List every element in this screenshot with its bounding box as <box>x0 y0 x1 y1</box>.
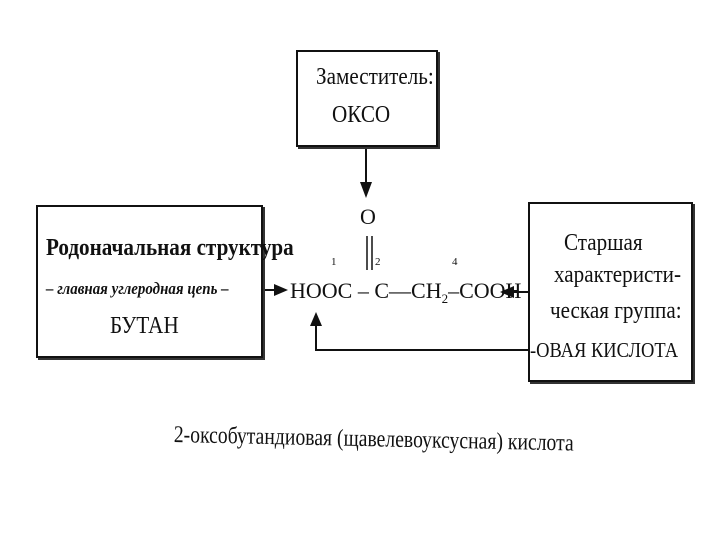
hooc-group: HOOC <box>290 278 353 303</box>
senior-group-line2: характеристи- <box>554 262 681 288</box>
parent-structure-label: Родоначальная структура <box>46 235 294 261</box>
bond-1: – <box>357 278 369 303</box>
structural-formula: HOOC – C—CH2–COOH <box>290 278 521 307</box>
top-arrow-head <box>360 182 372 198</box>
parent-structure-box: Родоначальная структура – главная углеро… <box>36 205 294 358</box>
oxygen-atom: O <box>360 204 376 229</box>
locant-2: 2 <box>375 256 381 268</box>
return-line <box>315 318 528 351</box>
substituent-label: Заместитель: <box>316 64 434 90</box>
bond-2: — <box>389 278 412 303</box>
left-arrow-head <box>274 284 288 296</box>
suffix-label: -ОВАЯ КИСЛОТА <box>530 338 679 362</box>
senior-group-box: Старшая характеристи- ческая группа: -ОВ… <box>528 202 693 382</box>
locant-4: 4 <box>452 256 458 268</box>
carbonyl-carbon: C <box>374 278 390 303</box>
locant-1: 1 <box>331 256 337 268</box>
senior-group-line3: ческая группа: <box>550 298 682 324</box>
senior-group-line1: Старшая <box>564 230 643 256</box>
bond-3: – <box>448 278 460 303</box>
substituent-value: ОКСО <box>332 102 391 128</box>
cooh-group: COOH <box>459 278 522 303</box>
parent-name: БУТАН <box>110 313 179 339</box>
right-arrow-head <box>500 286 514 298</box>
methylene-subscript: 2 <box>441 291 449 306</box>
methylene-group: CH <box>411 278 442 303</box>
return-arrow-head <box>310 312 322 326</box>
main-chain-label: – главная углеродная цепь – <box>46 279 229 298</box>
substituent-box: Заместитель: ОКСО <box>296 50 438 147</box>
